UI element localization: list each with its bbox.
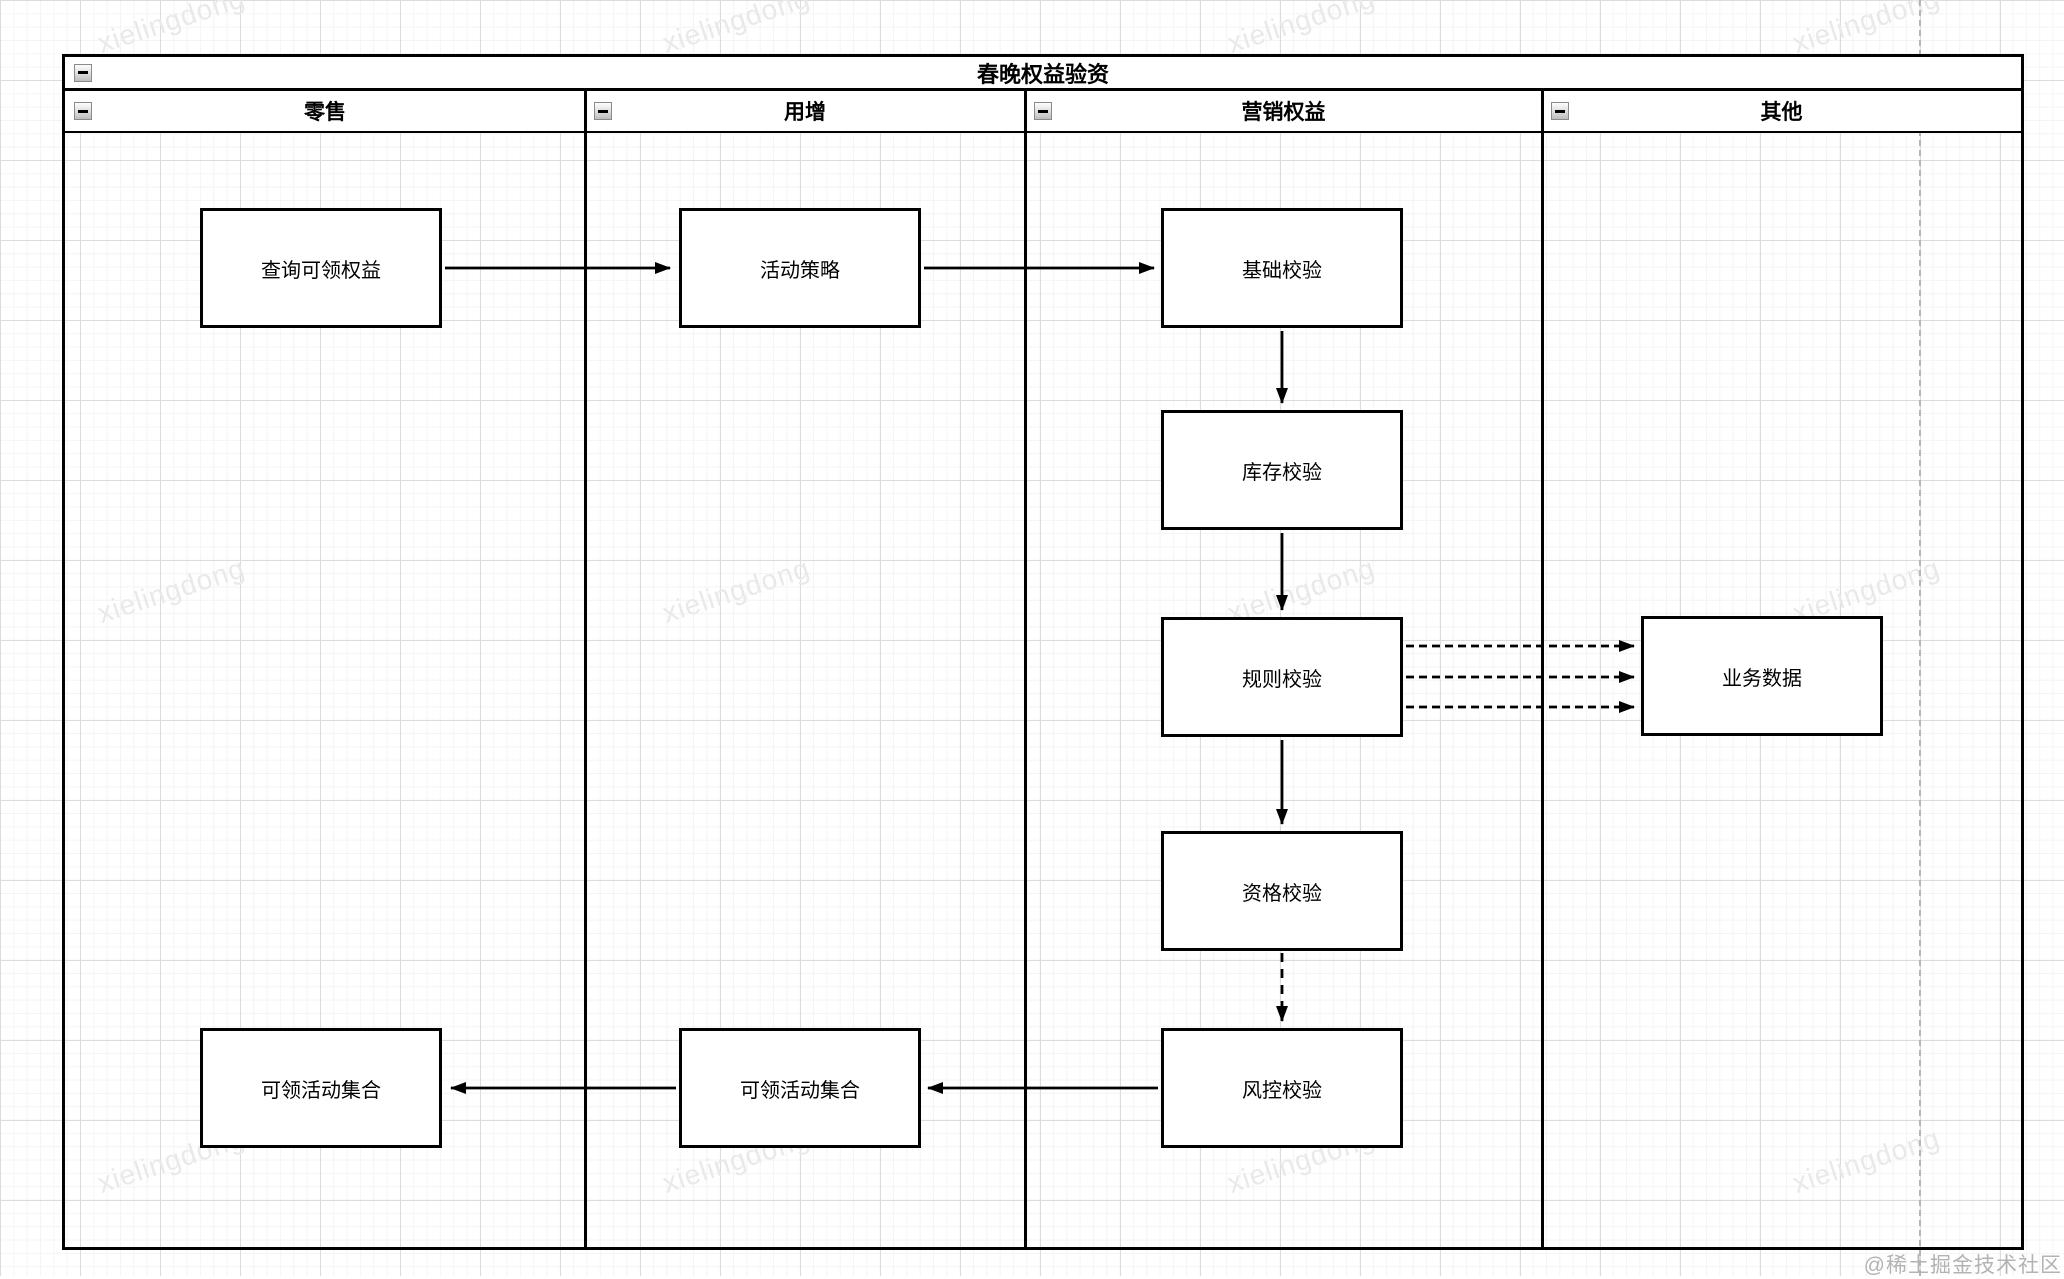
node-business-data[interactable]: 业务数据: [1641, 616, 1883, 736]
minus-glyph: [598, 109, 608, 113]
swimlane-pool: 春晚权益验资 零售 用增 营销权益 其他: [62, 54, 2024, 1250]
collapse-icon[interactable]: [74, 63, 92, 82]
lane-divider: [583, 91, 587, 1247]
node-claimable-set-retail[interactable]: 可领活动集合: [200, 1028, 442, 1148]
lane-divider: [1023, 91, 1027, 1247]
node-claimable-set-user-growth[interactable]: 可领活动集合: [679, 1028, 921, 1148]
collapse-icon[interactable]: [594, 102, 612, 120]
node-qualification-check[interactable]: 资格校验: [1161, 831, 1403, 951]
pool-title-bar[interactable]: 春晚权益验资: [65, 57, 2021, 91]
collapse-icon[interactable]: [1551, 102, 1569, 120]
minus-glyph: [1555, 109, 1565, 113]
collapse-icon[interactable]: [1034, 102, 1052, 120]
lane-header-marketing-rights[interactable]: 营销权益: [1025, 91, 1542, 133]
lane-header-user-growth[interactable]: 用增: [585, 91, 1025, 133]
lane-label: 营销权益: [1241, 101, 1326, 124]
lane-label: 零售: [304, 101, 346, 124]
lane-divider: [1540, 91, 1544, 1247]
node-activity-strategy[interactable]: 活动策略: [679, 208, 921, 328]
node-rule-check[interactable]: 规则校验: [1161, 617, 1403, 737]
lane-label: 其他: [1760, 101, 1803, 124]
lane-label: 用增: [784, 101, 826, 124]
node-basic-check[interactable]: 基础校验: [1161, 208, 1403, 328]
collapse-icon[interactable]: [74, 102, 92, 120]
minus-glyph: [78, 109, 88, 113]
node-risk-check[interactable]: 风控校验: [1161, 1028, 1403, 1148]
minus-glyph: [78, 71, 88, 74]
node-query-claimable-rights[interactable]: 查询可领权益: [200, 208, 442, 328]
node-inventory-check[interactable]: 库存校验: [1161, 410, 1403, 530]
page-break-line: [1919, 0, 1921, 1276]
minus-glyph: [1038, 109, 1048, 113]
watermark-credit: @稀土掘金技术社区: [1863, 1254, 2062, 1277]
lane-header-other[interactable]: 其他: [1542, 91, 2021, 133]
pool-title: 春晚权益验资: [976, 61, 1109, 87]
lane-header-retail[interactable]: 零售: [65, 91, 585, 133]
